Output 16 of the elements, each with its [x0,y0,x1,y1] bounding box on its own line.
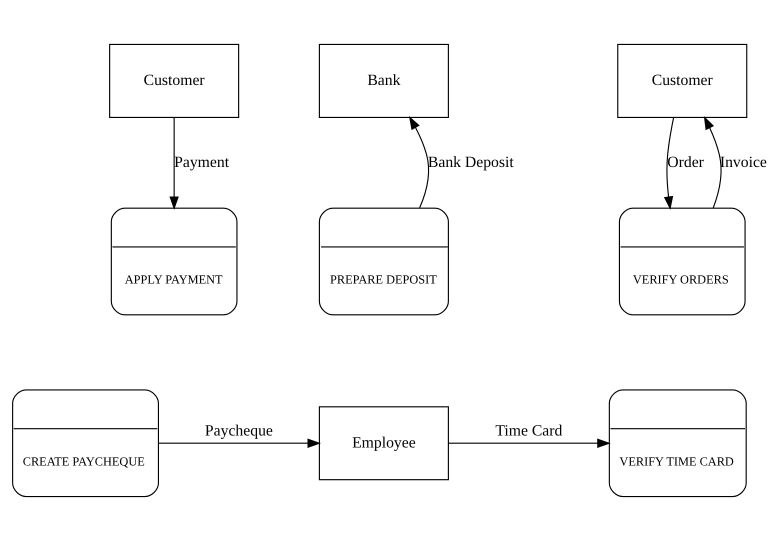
arrow [448,438,611,448]
arrow [409,116,430,208]
node-box: Employee [318,406,449,480]
node-box: Bank [318,43,449,118]
edge-label: Order [667,153,704,170]
arrow [158,438,321,448]
edge-label: Invoice [720,153,767,170]
arrow [169,117,179,210]
arrow [704,116,722,208]
edge-label: Payment [174,153,230,170]
edge-label: Bank Deposit [428,153,514,170]
node-box: Customer [109,43,240,118]
node-box: Customer [617,43,748,118]
edge-label: Paycheque [204,422,273,440]
edge-label: Time Card [495,422,562,440]
arrow [664,116,674,210]
